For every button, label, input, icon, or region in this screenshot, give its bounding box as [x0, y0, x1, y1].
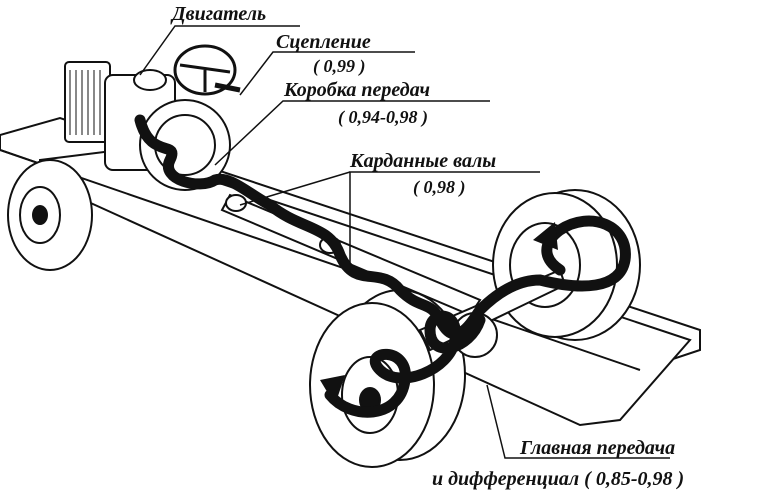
arrow-head-front [320, 375, 345, 405]
front-left-wheel [7, 159, 93, 271]
label-engine: Двигатель [170, 3, 266, 25]
leader-lines [139, 25, 670, 459]
label-gearbox-efficiency: ( 0,94-0,98 ) [338, 107, 428, 128]
power-flow-arrow [134, 114, 631, 418]
label-clutch-efficiency: ( 0,99 ) [313, 56, 366, 77]
arrow-head-rear [533, 222, 558, 250]
label-clutch: Сцепление [276, 31, 371, 53]
label-gearbox: Коробка передач [283, 79, 430, 101]
label-driveshafts-efficiency: ( 0,98 ) [413, 177, 466, 198]
label-differential: и дифференциал ( 0,85-0,98 ) [432, 468, 684, 490]
label-driveshafts: Карданные валы [349, 150, 496, 172]
label-final-drive: Главная передача [519, 437, 675, 459]
steering-wheel [173, 44, 241, 96]
